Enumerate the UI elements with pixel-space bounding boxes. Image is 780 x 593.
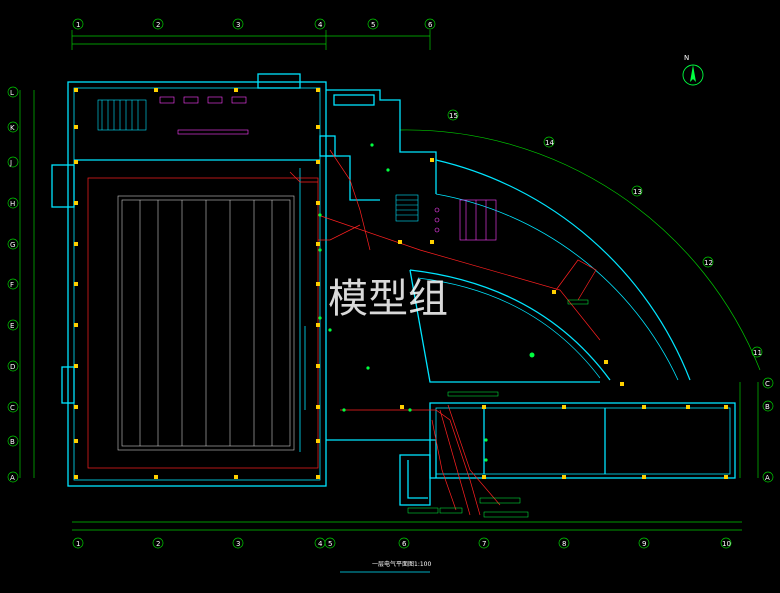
left-axis-markers [7,86,19,483]
svg-text:7: 7 [482,540,486,548]
dimension-lines [19,30,759,531]
svg-text:E: E [10,322,14,330]
svg-text:D: D [10,363,15,371]
svg-text:13: 13 [633,188,642,196]
fixtures [159,96,497,241]
device-symbols [318,143,535,462]
annotation-tags [407,299,589,518]
svg-text:A: A [765,474,770,482]
right-axis-labels: C B A [765,380,770,482]
north-arrow: N [682,54,704,86]
bottom-axis-markers [72,537,732,549]
svg-text:9: 9 [642,540,646,548]
svg-text:2: 2 [156,21,160,29]
svg-text:3: 3 [236,540,240,548]
svg-text:B: B [765,403,770,411]
svg-text:10: 10 [722,540,731,548]
top-axis-markers [72,18,436,30]
svg-text:L: L [10,89,14,97]
svg-text:8: 8 [562,540,566,548]
svg-text:5: 5 [371,21,375,29]
top-axis-labels: 1 2 3 4 5 6 [76,21,433,29]
svg-text:12: 12 [704,259,713,267]
drawing-title-block: 一层电气平面图1:100 [340,560,431,573]
swimming-pool [117,195,295,451]
svg-text:B: B [10,438,15,446]
svg-text:1: 1 [76,21,80,29]
electrical-wiring [87,149,601,516]
staircase [97,99,419,222]
svg-text:G: G [10,241,15,249]
svg-text:A: A [10,474,15,482]
right-axis-markers [762,377,774,483]
svg-text:5: 5 [328,540,332,548]
left-axis-labels: L K J H G F E D C B A [9,89,15,482]
svg-text:4: 4 [318,21,323,29]
bottom-axis-labels: 1 2 3 4 5 6 7 8 9 10 [76,540,731,548]
svg-text:F: F [10,281,14,289]
svg-text:11: 11 [753,349,762,357]
arc-axis-labels: 15 14 13 12 11 [449,112,762,357]
arc-dimension [399,129,761,371]
drawing-title: 一层电气平面图1:100 [372,560,431,568]
svg-text:C: C [10,404,15,412]
svg-text:3: 3 [236,21,240,29]
svg-text:6: 6 [428,21,433,29]
svg-text:1: 1 [76,540,80,548]
svg-text:H: H [10,200,15,208]
svg-text:J: J [9,159,12,167]
north-label: N [684,54,689,62]
svg-text:C: C [765,380,770,388]
svg-text:2: 2 [156,540,160,548]
svg-text:6: 6 [402,540,407,548]
structural-columns [74,88,728,479]
svg-text:4: 4 [318,540,323,548]
svg-text:14: 14 [545,139,554,147]
svg-text:15: 15 [449,112,458,120]
arc-axis-markers [447,109,763,358]
svg-text:K: K [10,124,15,132]
watermark-text: 模型组 [328,276,448,322]
